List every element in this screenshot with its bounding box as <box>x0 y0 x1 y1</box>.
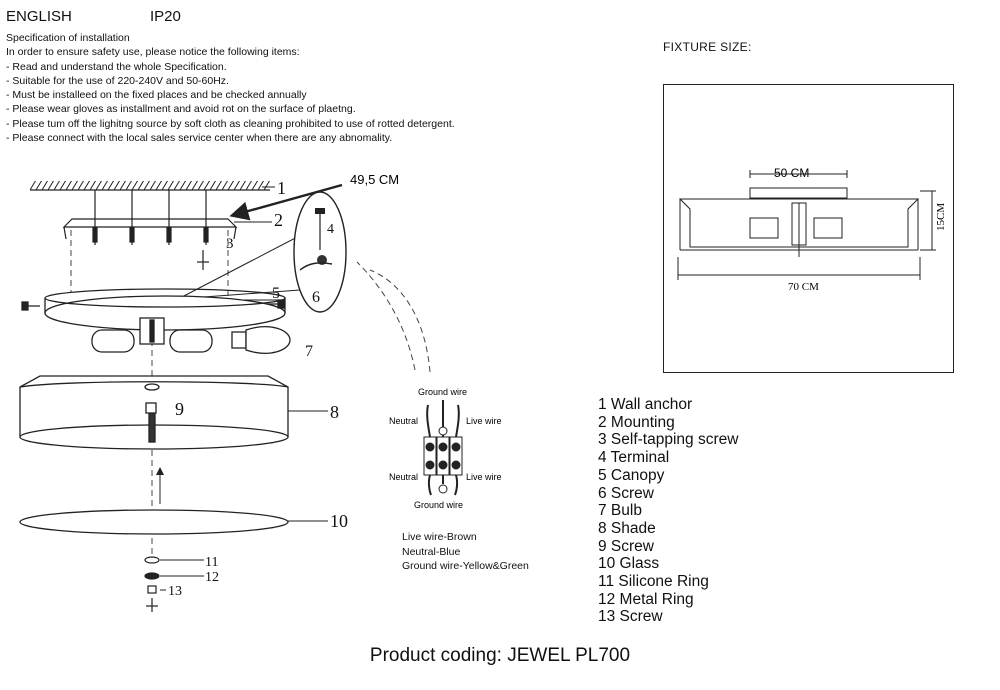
part-item: 7 Bulb <box>598 502 642 520</box>
live-wire-label-top: Live wire <box>466 416 502 426</box>
glass-diffuser <box>19 509 289 535</box>
callout-7: 7 <box>305 343 313 360</box>
live-wire-label-bottom: Live wire <box>466 472 502 482</box>
instruction-line: - Read and understand the whole Specific… <box>6 60 227 73</box>
instruction-line: - Please wear gloves as installment and … <box>6 103 356 116</box>
part-item: 4 Terminal <box>598 449 670 467</box>
mounting-bracket <box>62 218 238 240</box>
callout-6: 6 <box>312 289 320 306</box>
bottom-width-label: 70 CM <box>788 281 819 293</box>
callout-13: 13 <box>168 584 182 599</box>
part-item: 12 Metal Ring <box>598 590 694 608</box>
instruction-line: In order to ensure safety use, please no… <box>6 46 300 59</box>
detail-circle <box>293 191 347 313</box>
canopy <box>21 288 286 331</box>
wall-anchors <box>92 190 209 270</box>
part-item: 3 Self-tapping screw <box>598 431 739 449</box>
instructions-title: Specification of installation <box>6 32 130 44</box>
part-item: 11 Silicone Ring <box>598 573 709 591</box>
legend-ground: Ground wire-Yellow&Green <box>402 560 529 572</box>
part-item: 13 Screw <box>598 608 663 626</box>
product-coding: Product coding: JEWEL PL700 <box>369 645 631 666</box>
shade <box>19 375 289 450</box>
callout-3: 3 <box>226 236 234 252</box>
rings-and-screw <box>144 556 160 612</box>
neutral-label-bottom: Neutral <box>389 472 418 482</box>
language-label: ENGLISH <box>6 8 72 25</box>
fixture-dimension-drawing: 50 CM 15CM 70 CM <box>677 166 947 293</box>
part-item: 6 Screw <box>598 484 654 502</box>
instruction-line: - Must be installeed on the fixed places… <box>6 89 307 102</box>
instruction-line: - Please connect with the local sales se… <box>6 132 393 145</box>
part-item: 9 Screw <box>598 537 654 555</box>
height-label: 15CM <box>935 203 947 231</box>
callout-2: 2 <box>274 210 283 230</box>
part-item: 1 Wall anchor <box>598 396 693 413</box>
ip-rating: IP20 <box>150 8 181 25</box>
dimension-arrow <box>229 183 343 221</box>
bulb-assembly: 7 <box>91 317 313 360</box>
ground-wire-label-bottom: Ground wire <box>414 500 463 510</box>
callout-9: 9 <box>175 399 184 419</box>
callout-5: 5 <box>272 285 280 302</box>
instruction-line: - Please tum off the lighitng source by … <box>6 117 455 130</box>
neutral-label-top: Neutral <box>389 416 418 426</box>
terminal-wiring-diagram: Ground wire Neutral Live wire Neutral Li… <box>389 387 502 510</box>
callout-1: 1 <box>277 178 286 198</box>
fixture-size-label: FIXTURE SIZE: <box>663 40 752 54</box>
fixture-size-box: 50 CM 15CM 70 CM <box>663 84 954 373</box>
legend-neutral: Neutral-Blue <box>402 545 461 558</box>
installation-instructions: Specification of installation In order t… <box>6 31 455 145</box>
part-item: 10 Glass <box>598 555 660 573</box>
wire-color-legend: Live wire-Brown Neutral-Blue Ground wire… <box>402 530 529 574</box>
callout-12: 12 <box>205 570 219 585</box>
legend-live: Live wire-Brown <box>402 531 477 543</box>
ground-wire-label-top: Ground wire <box>418 387 467 397</box>
instruction-line: - Suitable for the use of 220-240V and 5… <box>6 74 229 87</box>
part-item: 2 Mounting <box>598 413 675 431</box>
callout-11: 11 <box>205 555 218 570</box>
top-width-label: 50 CM <box>774 166 809 180</box>
part-item: 5 Canopy <box>598 466 665 484</box>
parts-list: 1 Wall anchor 2 Mounting 3 Self-tapping … <box>598 396 738 626</box>
callout-8: 8 <box>330 402 339 422</box>
part-item: 8 Shade <box>598 519 656 537</box>
ceiling <box>30 181 270 191</box>
dimension-label: 49,5 CM <box>350 172 399 187</box>
exploded-diagram: 49,5 CM 7 <box>19 172 502 612</box>
callout-4: 4 <box>327 222 334 237</box>
callout-10: 10 <box>330 511 348 531</box>
